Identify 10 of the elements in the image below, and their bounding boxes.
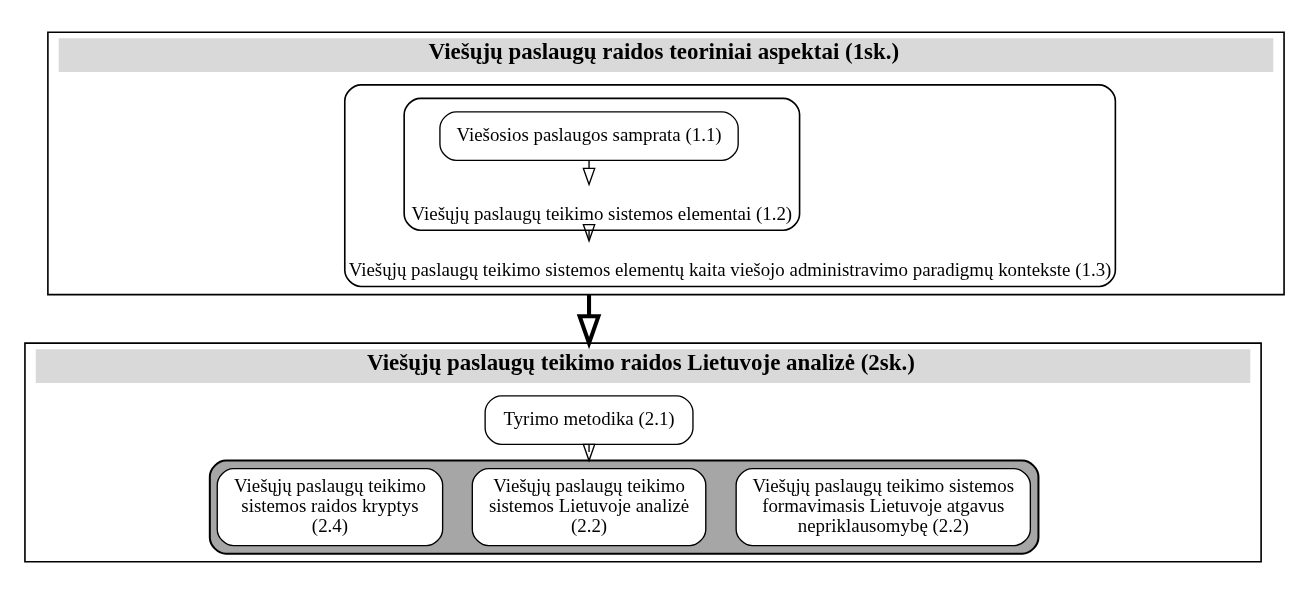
arrow (582, 443, 596, 463)
node-box: Viešųjų paslaugų teikimo sistemos raidos kryptys (2.4) (216, 468, 444, 547)
node-box: Tyrimo metodika (2.1) (484, 395, 694, 446)
cluster (208, 459, 1040, 555)
node-box: Viešosios paslaugos samprata (1.1) (439, 111, 739, 162)
arrow (582, 159, 596, 187)
arrow (576, 294, 602, 350)
arrow (582, 223, 596, 243)
node-box: Viešųjų paslaugų teikimo sistemos formavimasis Lietuvoje atgavus nepriklausomybę (2.2) (735, 468, 1032, 547)
node-box: Viešųjų paslaugų teikimo sistemos Lietuvoje analizė (2.2) (471, 468, 707, 547)
